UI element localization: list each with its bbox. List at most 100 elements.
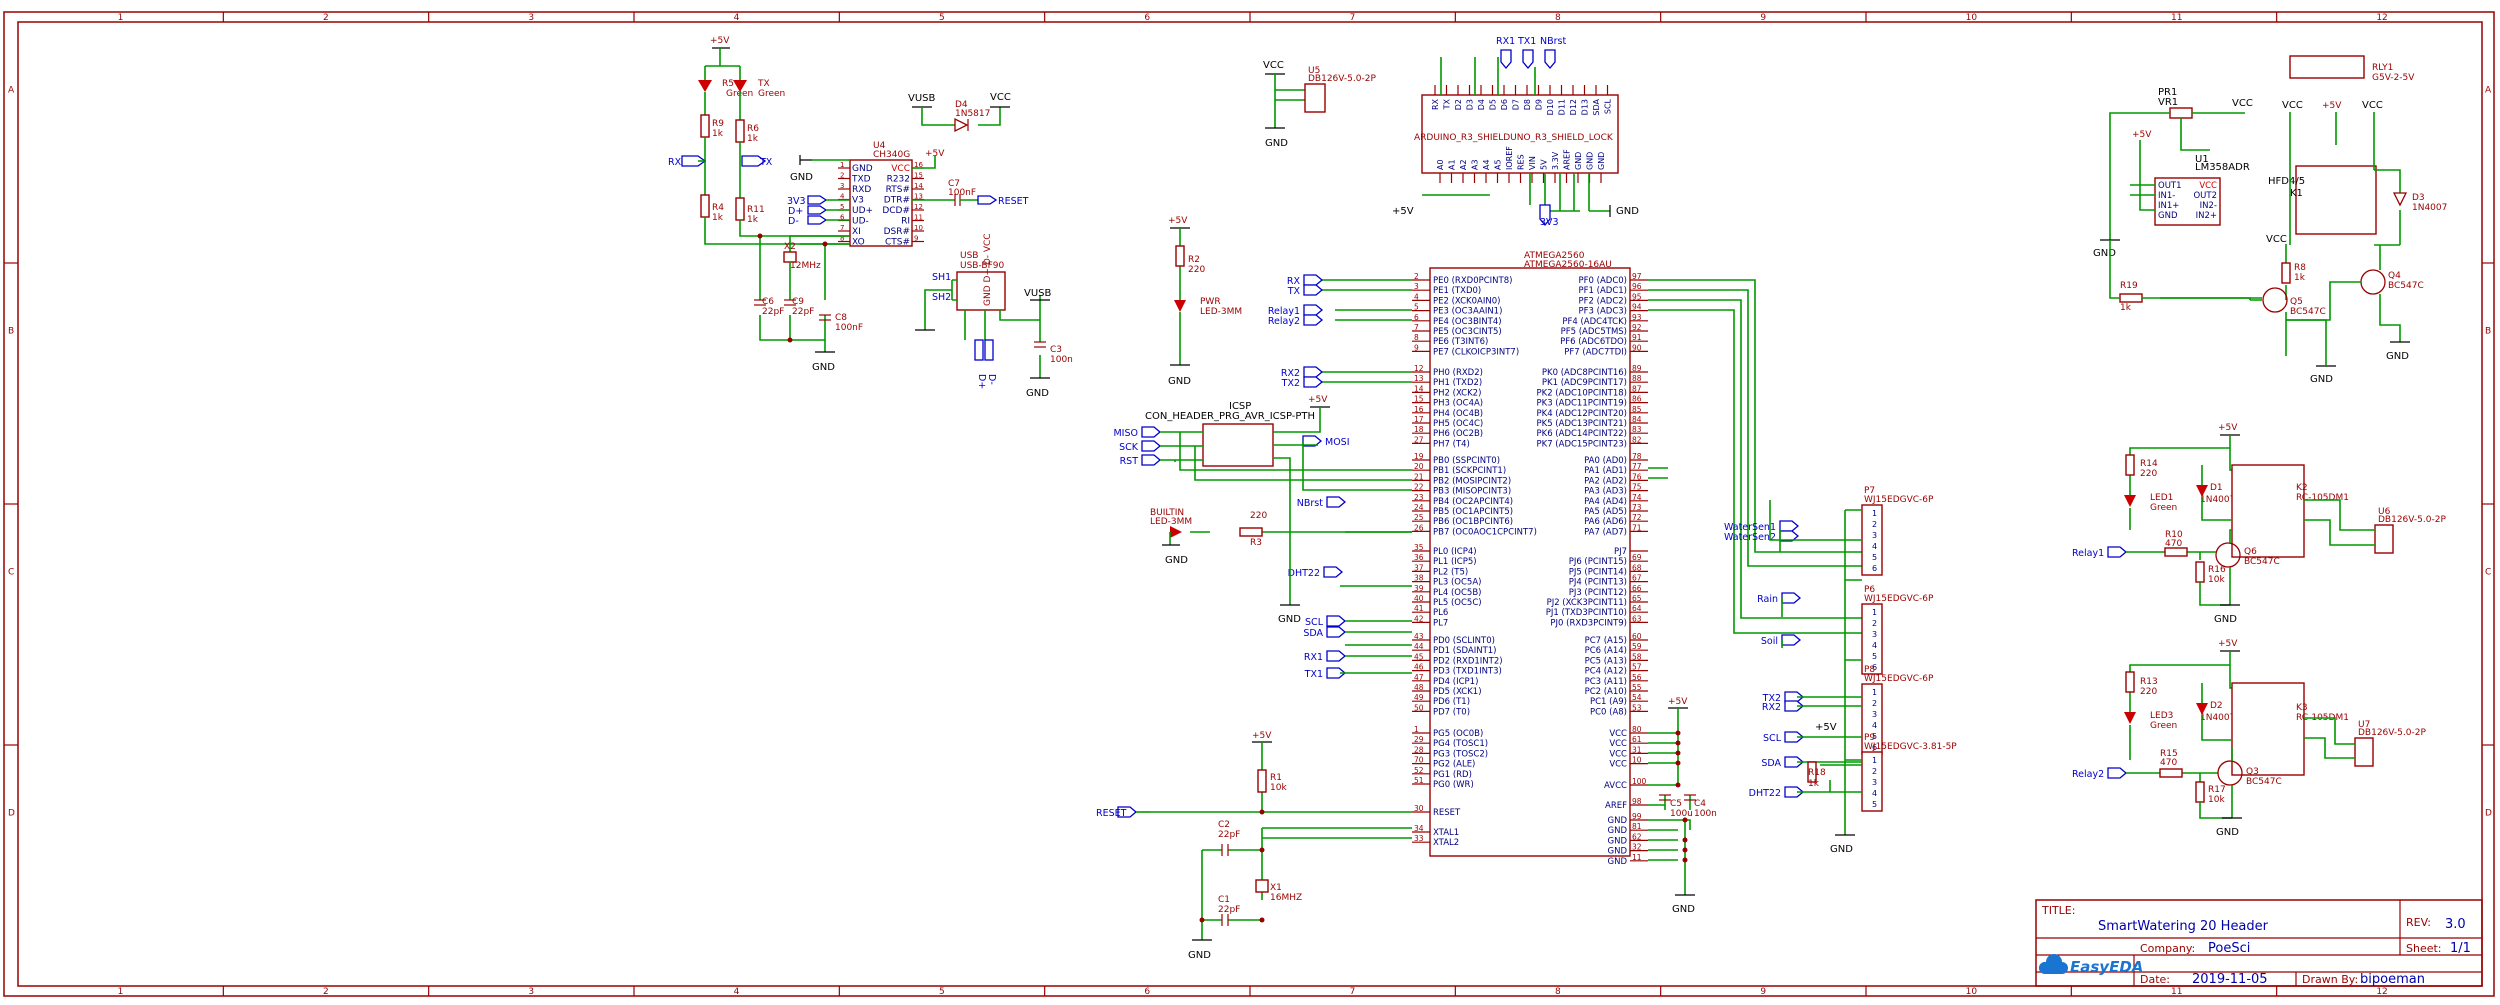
mcu-net-flag[interactable]: [1303, 366, 1324, 378]
r11-value: 1k: [747, 215, 759, 225]
d2-part: 1N4007: [2200, 713, 2235, 723]
mcu-right-pin-num: 61: [1632, 735, 1642, 744]
shield-top-net-flag[interactable]: [1500, 49, 1512, 70]
sensor-connector-pin: 3: [1872, 630, 1877, 639]
icsp-ref: ICSP: [1229, 401, 1251, 412]
r4-resistor: [700, 194, 710, 218]
mcu-net-flag[interactable]: [1303, 376, 1324, 388]
shield-3v3-flag[interactable]: [1539, 204, 1551, 227]
mcu-right-pin-num: 83: [1632, 425, 1642, 434]
mcu-right-pin-num: 72: [1632, 513, 1642, 522]
mcu-net-flag[interactable]: [1303, 274, 1324, 286]
led1-icon: [2124, 495, 2136, 507]
k1-sub: K1: [2290, 188, 2303, 199]
q3-transistor: [2217, 760, 2243, 786]
reset-flag-mcu[interactable]: [1117, 806, 1138, 818]
mcu-net-flag[interactable]: [1326, 615, 1347, 627]
u4-dp-flag[interactable]: [807, 205, 828, 215]
u4-left-pin-name: UD+: [852, 206, 873, 216]
mcu-right-pin-name: PK4 (ADC12PCINT20): [1537, 409, 1628, 419]
mcu-ref: ATMEGA2560: [1524, 251, 1585, 261]
sensor-connector-ref: P9: [1864, 733, 1875, 743]
mcu-left-pin-num: 48: [1414, 683, 1424, 692]
u4-right-pin-num: 9: [914, 235, 918, 243]
mcu-net-flag[interactable]: [1141, 440, 1162, 452]
relay2-net-flag[interactable]: [2107, 767, 2128, 779]
shield-top-net-flag[interactable]: [1522, 49, 1534, 70]
x1-value: 16MHZ: [1270, 893, 1302, 903]
mcu-net-flag[interactable]: [1326, 626, 1347, 638]
mcu-left-nets: RXTXRelay1Relay2RX2TX2MISOSCKRSTMOSINBrs…: [1096, 274, 1412, 961]
r15-ref: R15: [2160, 749, 2178, 759]
shield-bottom-pin: 5V: [1540, 159, 1549, 170]
sensor-net-flag[interactable]: [1779, 520, 1800, 532]
mcu-left-pin-name: PD7 (T0): [1433, 707, 1470, 717]
usb-dm-flag[interactable]: [984, 339, 994, 361]
mcu-net-flag[interactable]: [1303, 304, 1324, 316]
mcu-net-flag[interactable]: [1141, 426, 1162, 438]
reset-net-flag-u4[interactable]: [977, 195, 998, 205]
u4-dm-label: D-: [788, 216, 799, 227]
r8-ref: R8: [2294, 263, 2306, 273]
mcu-right-pin-name: PC6 (A14): [1585, 646, 1627, 656]
mcu-left-pin-name: PE7 (CLKOICP3INT7): [1433, 347, 1519, 357]
sensor-connector-ref: P6: [1864, 585, 1875, 595]
mcu-left-pin-num: 3: [1414, 282, 1419, 291]
relay1-net-flag[interactable]: [2107, 546, 2128, 558]
u4-left-pin-name: UD-: [852, 217, 869, 227]
mcu-right-pin-num: 53: [1632, 703, 1642, 712]
sensor-connector-part: WJ15EDGVC-3.81-5P: [1864, 742, 1957, 752]
mcu-right-pin-name: PA0 (AD0): [1584, 456, 1627, 466]
mcu-net-flag[interactable]: [1323, 566, 1344, 578]
r14-ref: R14: [2140, 459, 2158, 469]
mcu-right-pin-num: 88: [1632, 374, 1642, 383]
mcu-left-pin-num: 34: [1414, 824, 1424, 833]
mcu-left-pin-num: 18: [1414, 425, 1424, 434]
rx-net-flag[interactable]: [681, 155, 707, 167]
sensor-net-flag[interactable]: [1781, 592, 1802, 604]
sensor-net-flag[interactable]: [1781, 634, 1802, 646]
sensor-net-label: TX2: [1762, 693, 1781, 704]
sensor-net-flag[interactable]: [1784, 700, 1805, 712]
mcu-left-pin-name: PD1 (SDAINT1): [1433, 646, 1496, 656]
k1-ref: HFD4/5: [2268, 176, 2305, 187]
mcu-left-pin-name: PL7: [1433, 618, 1448, 628]
r16-ref: R16: [2208, 565, 2226, 575]
sensor-net-flag[interactable]: [1784, 691, 1805, 703]
mcu-net-flag[interactable]: [1326, 667, 1347, 679]
vcc-u5: VCC: [1263, 60, 1284, 71]
q5-ref: Q5: [2290, 297, 2303, 307]
mcu-net-label: RX1: [1304, 652, 1323, 663]
mcu-net-flag[interactable]: [1326, 650, 1347, 662]
shield-bottom-pin: GND: [1586, 152, 1595, 170]
u4-dm-flag[interactable]: [807, 215, 828, 225]
company-label: Company:: [2140, 942, 2195, 955]
mcu-left-pin-num: 44: [1414, 642, 1424, 651]
mcu-left-pin-num: 37: [1414, 563, 1424, 572]
p5v-conn: +5V: [1815, 722, 1837, 733]
sensor-net-flag[interactable]: [1784, 786, 1805, 798]
c3-ref: C3: [1050, 345, 1062, 355]
sensor-net-flag[interactable]: [1784, 731, 1805, 743]
shield-top-pin: D2: [1454, 99, 1463, 110]
mcu-net-flag[interactable]: [1326, 496, 1347, 508]
mcu-left-pin-num: 5: [1414, 303, 1419, 312]
frame-col-label-bottom: 8: [1555, 987, 1561, 997]
mcu-right-pin-name: GND: [1608, 826, 1628, 836]
mcu-net-flag[interactable]: [1141, 454, 1162, 466]
u1-right-pin: OUT2: [2193, 191, 2217, 201]
q4-transistor: [2360, 269, 2386, 295]
mcu-net-flag[interactable]: [1303, 314, 1324, 326]
p5v-r1: +5V: [1252, 731, 1272, 741]
d2-ref: D2: [2210, 701, 2223, 711]
shield-top-net-flag[interactable]: [1544, 49, 1556, 70]
company-value: PoeSci: [2208, 941, 2250, 956]
tx-net-flag[interactable]: [741, 155, 767, 167]
mcu-net-flag[interactable]: [1303, 284, 1324, 296]
usb-dp-flag[interactable]: [974, 339, 984, 361]
sensor-net-flag[interactable]: [1784, 756, 1805, 768]
k2-ref: K2: [2296, 483, 2308, 493]
mcu-power-right: +5V C5 100u C4 100n GND: [1648, 697, 1717, 915]
u4-3v3-flag[interactable]: [807, 195, 828, 205]
mcu-left-pin-name: PB7 (OC0AOC1CPCINT7): [1433, 527, 1537, 537]
